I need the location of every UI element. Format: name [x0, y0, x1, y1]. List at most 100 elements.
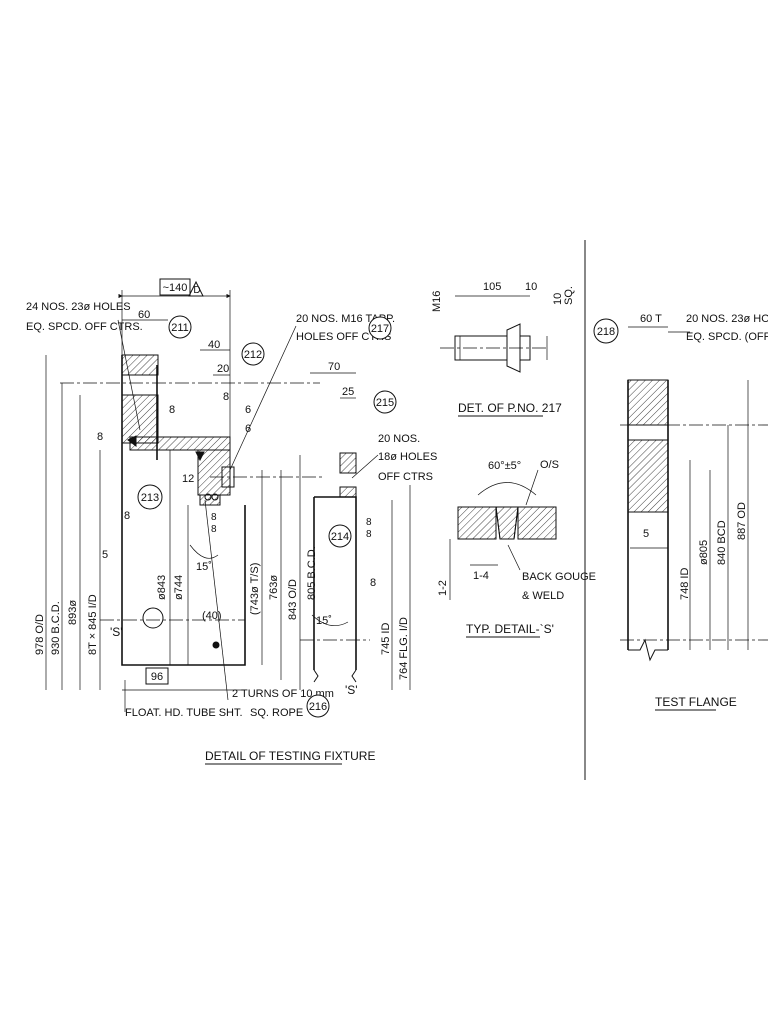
- tubesheet-flange-body: [121, 394, 159, 444]
- break-line-a: [313, 669, 319, 683]
- root-label: 1-2: [437, 580, 449, 596]
- rope-note-line1: 2 TURNS OF 10 mm: [232, 688, 334, 700]
- weld-plate-right: [517, 506, 557, 540]
- dim-12: 12: [182, 473, 194, 485]
- balloon-213-label: 213: [141, 492, 159, 504]
- v-840: 840 BCD: [716, 520, 728, 565]
- back-gouge-line2: & WELD: [522, 590, 564, 602]
- weld-plate-left: [457, 506, 497, 540]
- flange-hatch-body: [627, 439, 669, 513]
- back-gouge-line1: BACK GOUGE: [522, 571, 596, 583]
- v-930: 930 B.C.D.: [50, 601, 62, 655]
- flange-hatch-top: [627, 379, 669, 426]
- rope-dot: [212, 641, 220, 649]
- dim-8b: 8: [169, 404, 175, 416]
- holes18-line2: 18ø HOLES: [378, 451, 437, 463]
- surface-finish-icon: [188, 280, 204, 297]
- pno-217-detail: M16 105 10 10 SQ. DET. OF P.NO. 217: [431, 281, 575, 417]
- balloon-217: [368, 316, 392, 340]
- dim-70: 70: [328, 361, 340, 373]
- fixture-flange-hatch-top: [339, 452, 357, 474]
- balloon-217-label: 217: [371, 323, 389, 335]
- os-leader: [525, 469, 539, 506]
- dim-8a: 8: [223, 391, 229, 403]
- leader-24-holes: [117, 319, 141, 431]
- v-805: 805 B.C.D.: [306, 546, 318, 600]
- weld-detail-title: TYP. DETAIL-`S': [466, 622, 554, 636]
- dim-60: 60: [138, 309, 150, 321]
- testing-fixture-title: DETAIL OF TESTING FIXTURE: [205, 749, 375, 763]
- balloon-218: [593, 318, 619, 344]
- balloon-215: [373, 390, 397, 414]
- holes-note-24-line1: 24 NOS. 23ø HOLES: [26, 301, 131, 313]
- surface-finish-label: D: [193, 285, 200, 296]
- weld-fillet-a: [127, 435, 137, 447]
- weld-8i: 8: [366, 529, 372, 540]
- sq-label: SQ.: [563, 286, 575, 305]
- v-745: 745 ID: [380, 623, 392, 655]
- weld-8h: 8: [366, 517, 372, 528]
- leader-rope: [204, 499, 229, 701]
- balloon-211: [168, 315, 192, 339]
- section-s-right: 'S': [345, 683, 358, 697]
- fixture-flange-hatch-bottom: [339, 486, 357, 498]
- v-805-flange: ø805: [698, 540, 710, 565]
- angle-arc-b: [311, 614, 349, 627]
- shell-plate: [129, 436, 231, 451]
- test-flange-title: TEST FLANGE: [655, 695, 737, 709]
- balloon-216: [306, 694, 330, 718]
- weld-fillet-b: [195, 451, 205, 462]
- v-843a: ø843: [156, 575, 168, 600]
- lower-hole: [142, 607, 164, 629]
- flange-break-line: [628, 638, 668, 662]
- weld-8f: 8: [211, 512, 217, 523]
- leader-18-holes: [351, 454, 379, 479]
- angle-15b: 15˚: [316, 615, 332, 627]
- v-8T: 8T × 845 I/D: [87, 594, 99, 655]
- leader-m16: [229, 325, 297, 471]
- balloon-214: [328, 524, 352, 548]
- angle-arc-a: [189, 544, 219, 559]
- weld-8g: 8: [211, 524, 217, 535]
- test-flange-view: 60 T 20 NOS. 23ø HOLES EQ. SPCD. (OFF CT…: [593, 313, 768, 711]
- rope-seat: [199, 494, 221, 506]
- dim-8e: 8: [370, 577, 376, 589]
- flange-holes-line2: EQ. SPCD. (OFF CTRS.): [686, 331, 768, 343]
- dim-140-box: [159, 278, 191, 296]
- os-label: O/S: [540, 459, 559, 471]
- v-978: 978 O/D: [34, 614, 46, 655]
- rope-circle-a: [204, 493, 212, 501]
- backgouge-leader: [507, 544, 521, 571]
- v-743: (743ø T/S): [249, 563, 261, 615]
- v-764: 764 FLG. I/D: [398, 617, 410, 680]
- groove-angle-arc: [477, 482, 537, 496]
- dim-20: 20: [217, 363, 229, 375]
- dim-40: 40: [208, 339, 220, 351]
- weld-6a: 6: [245, 404, 251, 416]
- fixture-flange-outline: [314, 496, 357, 670]
- v-843b: 843 O/D: [287, 579, 299, 620]
- balloon-214-label: 214: [331, 531, 349, 543]
- gap-label: 1-4: [473, 570, 489, 582]
- dim-10: 10: [525, 281, 537, 293]
- balloon-211-label: 211: [171, 322, 189, 334]
- dim-60T: 60 T: [640, 313, 662, 325]
- section-s-left: 'S': [110, 625, 123, 639]
- balloon-212-label: 212: [244, 349, 262, 361]
- balloon-215-label: 215: [376, 397, 394, 409]
- v-893: 893ø: [67, 600, 79, 625]
- v-748: 748 ID: [679, 568, 691, 600]
- v-763: 763ø: [268, 575, 280, 600]
- balloon-218-label: 218: [597, 326, 615, 338]
- v-744: ø744: [173, 575, 185, 600]
- rope-circle-b: [211, 493, 219, 501]
- rope-note-line2: SQ. ROPE: [250, 707, 303, 719]
- holes18-line3: OFF CTRS: [378, 471, 433, 483]
- balloon-212: [241, 342, 265, 366]
- dim-8c: 8: [124, 510, 130, 522]
- dim-5: 5: [102, 549, 108, 561]
- balloon-216-label: 216: [309, 701, 327, 713]
- weld-detail-s: 60°±5° O/S 1-4 1-2 BACK GOUGE & WELD TYP…: [437, 459, 596, 638]
- dim-96-box: [145, 667, 169, 685]
